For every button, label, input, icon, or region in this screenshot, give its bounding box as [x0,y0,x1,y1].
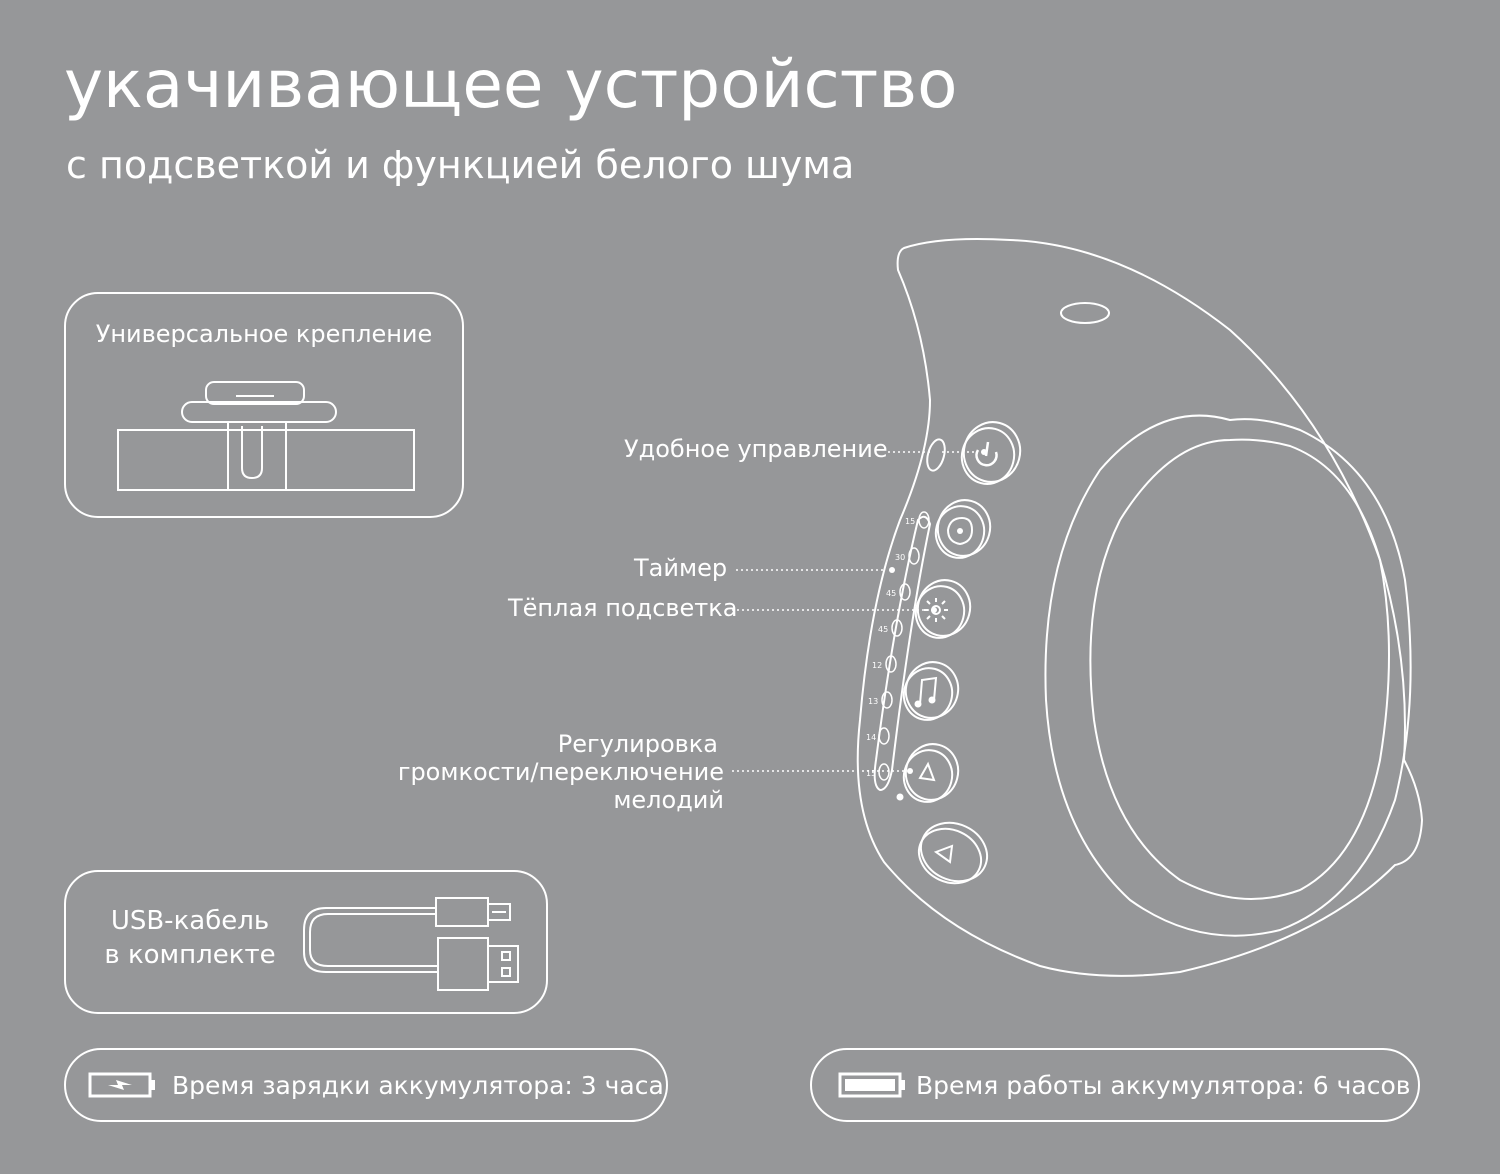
callout-volume-line1: Регулировка [557,730,718,758]
page-subtitle: с подсветкой и функцией белого шума [66,143,855,187]
light-button [914,579,972,639]
volume-up-button [902,743,960,803]
usb-label: USB-кабель в комплекте [86,904,294,972]
timer-mark: 30 [895,553,905,562]
mount-label: Универсальное крепление [95,320,433,348]
white-noise-button [934,499,992,559]
battery-full-icon [838,1072,905,1098]
usb-label-line1: USB-кабель [110,906,270,936]
callout-light: Тёплая подсветка [508,594,738,622]
usb-cable-icon [303,897,519,991]
music-button [902,661,960,721]
callout-volume-line2: громкости/переключение [397,758,724,786]
usb-card: USB-кабель в комплекте [64,870,548,1014]
charge-time-text: Время зарядки аккумулятора: 3 часа [172,1070,664,1100]
page-title: укачивающее устройство [64,46,958,123]
runtime-pill: Время работы аккумулятора: 6 часов [810,1048,1420,1122]
timer-mark: 14 [866,733,876,742]
timer-mark: 15 [905,517,915,526]
callout-controls: Удобное управление [624,435,888,463]
usb-label-line2: в комплекте [104,940,276,970]
charge-time-pill: Время зарядки аккумулятора: 3 часа [64,1048,668,1122]
callout-volume: Регулировка громкости/переключение мелод… [398,730,724,814]
callout-timer: Таймер [634,554,728,582]
timer-mark: 15 [866,769,876,778]
callout-volume-line3: мелодий [613,786,724,814]
timer-mark: 45 [886,589,896,598]
timer-mark: 12 [872,661,882,670]
power-button [960,421,1022,485]
timer-mark: 13 [868,697,878,706]
battery-charging-icon [88,1072,155,1098]
timer-mark: 45 [878,625,888,634]
runtime-text: Время работы аккумулятора: 6 часов [916,1070,1411,1100]
mount-clip-icon [117,381,415,491]
mount-card: Универсальное крепление [64,292,464,518]
timer-marks: 15 30 45 45 12 13 14 15 [866,517,915,778]
volume-down-button [917,821,989,885]
